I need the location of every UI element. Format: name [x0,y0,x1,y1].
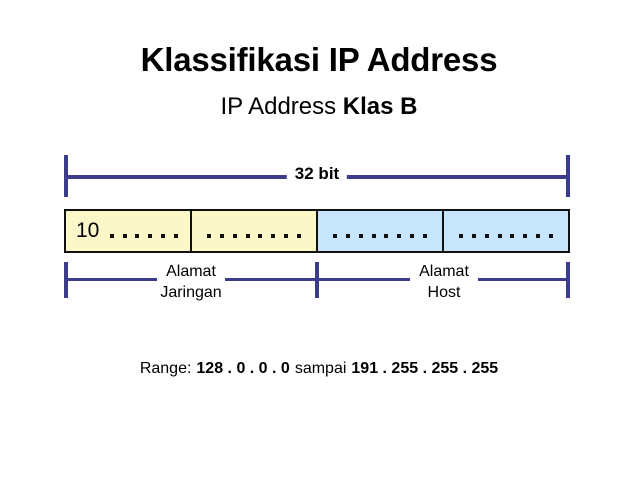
range-connector: sampai [294,360,347,377]
bit-dot [296,234,301,238]
subtitle-emphasis: Klas B [342,93,418,120]
bit-dot [109,234,114,238]
page-title: Klassifikasi IP Address [140,41,498,78]
host-part-label: Alamat Host [364,262,524,303]
octet-4-dots [444,234,568,238]
bit-dot [384,234,389,238]
bit-dot [422,234,427,238]
subtitle-prefix: IP Address [220,93,343,120]
bit-dot [135,234,140,238]
network-part-label-line1: Alamat [157,262,225,282]
width-bracket: 32 bit [64,155,570,197]
bit-dot [484,234,489,238]
bit-dot [397,234,402,238]
octet-1-dots [101,234,190,238]
bit-dot [173,234,178,238]
bit-dot [358,234,363,238]
bit-dot [346,234,351,238]
range-end-address: 191 . 255 . 255 . 255 [351,360,499,377]
parts-bracket: Alamat Jaringan Alamat Host [64,262,570,301]
width-bracket-cap-left [64,155,68,197]
bit-dot [271,234,276,238]
bit-dot [232,234,237,238]
bit-dot [472,234,477,238]
octet-1-prefix-bits: 10 [76,218,100,242]
bit-dot [409,234,414,238]
address-cell-octet-4 [444,211,568,251]
bit-dot [523,234,528,238]
range-start-address: 128 . 0 . 0 . 0 [196,360,290,377]
parts-bracket-cap-right [566,262,570,298]
octet-2-dots [192,234,316,238]
bit-dot [207,234,212,238]
width-bracket-cap-right [566,155,570,197]
bit-dot [160,234,165,238]
bit-dot [245,234,250,238]
bit-dot [459,234,464,238]
bit-dot [333,234,338,238]
bit-dot [497,234,502,238]
bit-dot [535,234,540,238]
bit-dot [371,234,376,238]
host-part-label-line1: Alamat [410,262,478,282]
parts-bracket-cap-middle [315,262,319,298]
address-cell-octet-3 [318,211,444,251]
bit-dot [122,234,127,238]
parts-bracket-cap-left [64,262,68,298]
bit-dot [510,234,515,238]
bit-dot [283,234,288,238]
address-cell-octet-1: 10 [66,211,192,251]
bit-dot [548,234,553,238]
range-label: Range: [139,360,192,377]
bit-dot [148,234,153,238]
width-bracket-label: 32 bit [286,163,348,184]
host-part-label-line2: Host [427,284,461,301]
address-cell-octet-2 [192,211,318,251]
bit-dot [220,234,225,238]
octet-3-dots [318,234,442,238]
address-field-bar: 10 [64,209,570,253]
network-part-label-line2: Jaringan [160,284,222,301]
page-subtitle: IP Address Klas B [0,92,638,122]
network-part-label: Alamat Jaringan [111,262,271,303]
bit-dot [258,234,263,238]
